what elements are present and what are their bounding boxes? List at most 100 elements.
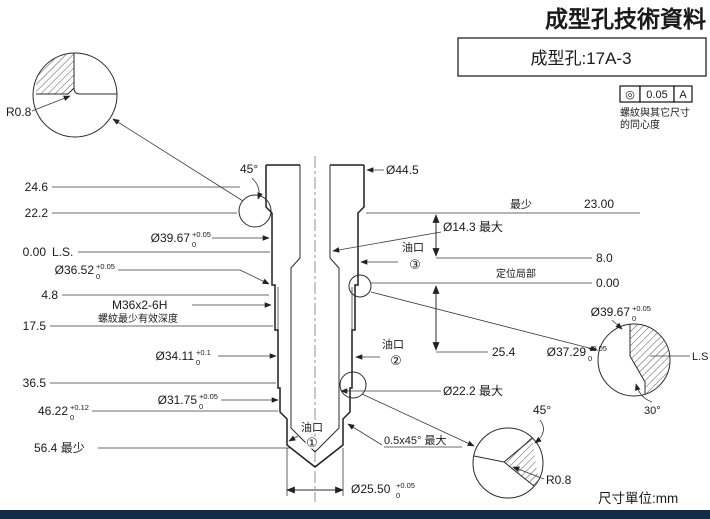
dim-depth-36-5: 36.5	[23, 376, 47, 390]
leader-r08-bottom	[512, 466, 545, 480]
oil-port-1-label: 油口	[301, 420, 323, 434]
dim-min-23: 23.00	[584, 197, 614, 211]
part-number-label: 成型孔:17A-3	[530, 49, 631, 68]
dim-d25-50-tol-up: +0.05	[396, 481, 415, 490]
dim-datum-zero: 0.00	[23, 245, 47, 259]
dim-d39-67-right-tol-dn: 0	[632, 314, 636, 323]
dim-d36-52-tol-dn: 0	[96, 272, 100, 281]
ls-right-label: L.S	[692, 351, 709, 363]
dim-d22-2: Ø22.2 最大	[443, 384, 503, 398]
dim-d14-3: Ø14.3 最大	[443, 220, 503, 234]
gdt-note-line1: 螺紋與其它尺寸	[620, 106, 690, 119]
detail-leader-top	[112, 118, 244, 202]
detail-source-circle-right	[348, 274, 372, 298]
angle-45-main: 45°	[240, 162, 258, 176]
gdt-note-line2: 的同心度	[620, 118, 660, 131]
dim-tip-chamfer: 0.5x45° 最大	[384, 433, 446, 447]
oil-port-2-label: 油口	[382, 337, 404, 351]
dim-thread-spec: M36x2-6H	[112, 298, 167, 312]
dim-dist-8-0: 8.0	[596, 251, 613, 265]
hatch-region-bottom	[504, 436, 540, 492]
dim-d44-5: Ø44.5	[386, 163, 419, 177]
dim-depth-4-8: 4.8	[41, 288, 58, 302]
unit-note: 尺寸單位:mm	[598, 491, 678, 506]
dim-depth-46-22: 46.22	[38, 404, 68, 418]
dim-depth-17-5: 17.5	[23, 319, 47, 333]
dim-d34-11-tol-dn: 0	[196, 358, 200, 367]
radius-r08-top: R0.8	[6, 105, 32, 119]
leader-angle-45-bottom	[534, 419, 544, 444]
leader-angle-45-main	[251, 177, 263, 200]
dim-d34-11: Ø34.11	[156, 349, 195, 363]
dim-d25-50: Ø25.50	[351, 482, 391, 496]
gdt-frame: ◎ 0.05 A 螺紋與其它尺寸 的同心度	[619, 85, 693, 131]
dim-thread-note: 螺紋最少有效深度	[98, 312, 178, 325]
angle-45-bottom: 45°	[533, 403, 551, 417]
dim-d36-52: Ø36.52	[55, 263, 95, 277]
radius-r08-bottom: R0.8	[546, 473, 572, 487]
part-section-view	[112, 118, 598, 502]
dim-depth-56-4: 56.4 最少	[34, 441, 85, 455]
dim-depth-24-6: 24.6	[25, 180, 49, 194]
leader-oil-port-1	[288, 435, 299, 442]
bore-wall-right	[314, 165, 340, 453]
dim-d39-67: Ø39.67	[151, 231, 191, 245]
detail-corner-profile-top	[73, 53, 117, 95]
leader-d39-67-right	[611, 319, 623, 330]
detail-source-circle-bottom	[339, 371, 367, 399]
gdt-datum-cell	[673, 85, 693, 103]
dim-d37-29-tol-dn: 0	[588, 354, 592, 363]
left-dimensions: 24.6 22.2 0.00 L.S. Ø39.67 +0.05 0 Ø36.5…	[23, 180, 325, 455]
leader-r08-top	[31, 95, 71, 112]
hatch-region-top-left	[36, 53, 74, 94]
concentricity-icon: ◎	[625, 89, 635, 101]
dim-d25-50-tol-dn: 0	[396, 491, 400, 500]
dim-d31-75: Ø31.75	[158, 393, 198, 407]
oil-port-3-label: 油口	[402, 240, 424, 254]
dim-depth-46-22-tol-dn: 0	[70, 413, 74, 422]
dim-d39-67-right: Ø39.67	[591, 305, 631, 319]
leader-tip-chamfer	[347, 423, 383, 446]
header: 成型孔技術資料 成型孔:17A-3	[457, 6, 707, 77]
dim-d31-75-tol-up: +0.05	[199, 392, 218, 401]
dim-depth-46-22-tol-up: +0.12	[70, 403, 89, 412]
dim-depth-22-2: 22.2	[25, 206, 49, 220]
detail-view-top-left: R0.8	[6, 40, 118, 138]
dim-min-label: 最少	[510, 198, 532, 211]
dim-d39-67-right-tol-up: +0.05	[632, 304, 651, 313]
dim-d31-75-tol-dn: 0	[199, 402, 203, 411]
dim-datum-ls: L.S.	[52, 245, 73, 259]
dim-d37-29-tol-up: +0.05	[588, 344, 607, 353]
dim-d36-52-tol-up: +0.05	[96, 262, 115, 271]
detail-circle-bottom	[472, 427, 544, 499]
leader-d14-3	[332, 231, 442, 253]
detail-chamfer-line-top	[74, 40, 88, 50]
window-bottom-bar	[0, 510, 710, 519]
bore-wall-left	[290, 165, 316, 453]
detail-corner-edge-top	[36, 87, 75, 95]
page-title: 成型孔技術資料	[545, 6, 706, 32]
detail-view-bottom: 45° R0.8	[472, 403, 572, 499]
detail-source-circle-top	[238, 194, 272, 228]
gdt-tolerance-value: 0.05	[646, 89, 667, 101]
leader-angle-30	[635, 383, 653, 403]
detail-profile-bottom-lower	[503, 461, 540, 491]
detail-leader-bottom	[361, 393, 475, 447]
detail-leader-right	[370, 291, 598, 352]
dim-d37-29: Ø37.29	[547, 345, 587, 359]
dim-dist-25-4: 25.4	[492, 345, 516, 359]
detail-circle-top-left	[32, 52, 118, 138]
oil-port-1-number: ①	[306, 435, 318, 450]
part-number-box	[457, 37, 707, 77]
hatch-region-right	[630, 324, 670, 396]
angle-30-label: 30°	[644, 405, 661, 417]
oil-port-2-number: ②	[390, 353, 402, 368]
detail-profile-right	[629, 324, 646, 396]
dim-local-datum-zero: 0.00	[596, 276, 620, 290]
oil-port-3-number: ③	[409, 257, 421, 272]
gdt-datum-value: A	[679, 89, 687, 101]
dim-d39-67-tol-up: +0.05	[192, 230, 211, 239]
right-dimensions: Ø44.5 最少 23.00 Ø14.3 最大 油口 ③ 8.0 定位局部 0.…	[240, 162, 640, 500]
dim-d39-67-tol-dn: 0	[192, 240, 196, 249]
